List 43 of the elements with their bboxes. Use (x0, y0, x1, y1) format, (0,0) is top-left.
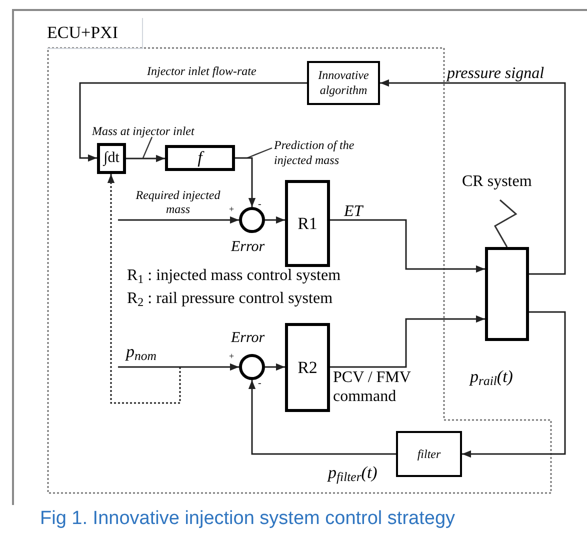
function-block: f (165, 145, 235, 171)
arrow (265, 363, 285, 371)
controller-block: R1 (285, 180, 330, 267)
node-caption: Error (231, 238, 265, 257)
integrator-block: ∫dt (97, 143, 126, 174)
system-block (485, 247, 529, 341)
edge-label: Required injected mass (134, 188, 222, 216)
sign-label: - (258, 377, 262, 391)
arrow (118, 216, 239, 224)
legend-note: R$_{2}$ : rail pressure control system (127, 289, 333, 311)
arrow (79, 82, 307, 162)
arrow (330, 315, 485, 368)
sign-label: + (229, 350, 234, 363)
sign-label: - (258, 198, 262, 212)
sign-label: + (229, 203, 234, 216)
node-caption: CR system (462, 172, 532, 192)
edge-label: p$_{rail}$(t) (470, 366, 513, 390)
arrow (118, 363, 239, 371)
edge-label: pressure signal (447, 64, 544, 84)
filter-block: filter (396, 431, 462, 477)
summing-junction (239, 354, 265, 380)
arrow (248, 380, 396, 455)
arrow (235, 157, 256, 207)
edge-label: p$_{nom}$ (126, 342, 156, 362)
edge-label: ET (344, 202, 363, 222)
edge-label: p$_{filter}$(t) (328, 462, 378, 486)
edge-label: PCV / FMV command (333, 368, 412, 406)
panel-title: ECU+PXI (47, 18, 143, 48)
arrow (126, 154, 165, 162)
summing-junction (239, 207, 265, 233)
controller-block: R2 (285, 323, 330, 412)
arrow (107, 174, 181, 404)
figure-caption: Fig 1. Innovative injection system control strategy (40, 507, 456, 531)
edge-label: Mass at injector inlet (92, 123, 194, 140)
arrow (380, 79, 566, 275)
legend-note: R$_{1}$ : injected mass control system (127, 266, 341, 288)
edge-label: Injector inlet flow-rate (147, 63, 256, 80)
node-caption: Error (231, 329, 265, 348)
process-box: Innovative algorithm (307, 61, 380, 105)
arrow (462, 311, 566, 458)
edge-label: Prediction of the injected mass (274, 138, 356, 168)
arrow (265, 216, 285, 224)
arrow (330, 219, 485, 273)
